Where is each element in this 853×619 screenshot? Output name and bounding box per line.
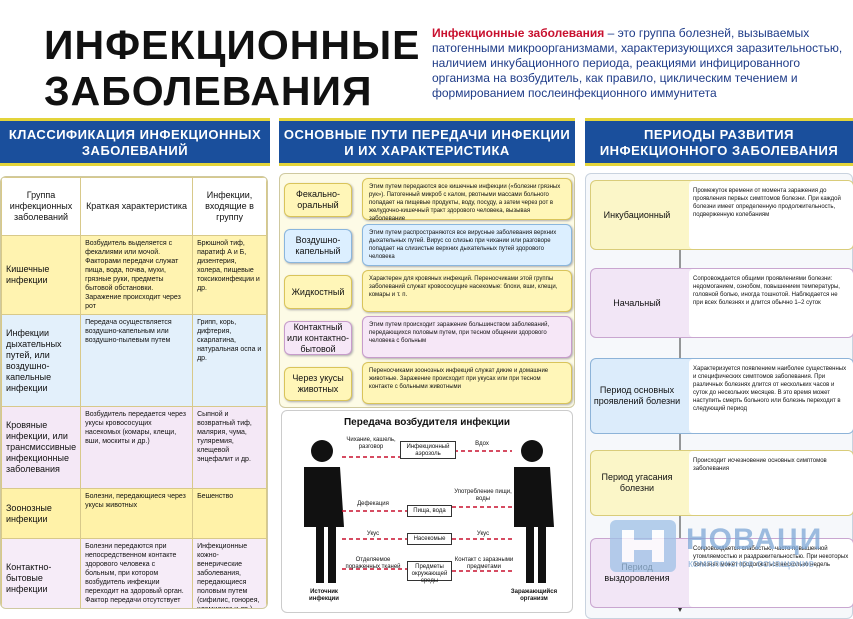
period-item: Начальный Сопровождается общими проявлени… — [590, 268, 853, 338]
transmission-lines — [304, 440, 554, 583]
period-name: Начальный — [613, 297, 661, 308]
period-name: Период основных проявлений болезни — [593, 385, 681, 406]
period-name: Период угасания болезни — [601, 472, 673, 493]
list-cell: Брюшной тиф, паратиф А и Б, дизентерия, … — [192, 235, 267, 315]
desc-cell: Передача осуществляется воздушно-капельн… — [80, 314, 194, 407]
label-consume: Употребление пищи, воды — [454, 489, 512, 502]
watermark: НОВАЦИ комплексное оснащение — [608, 514, 853, 584]
brand-tagline: комплексное оснащение — [688, 558, 815, 570]
group-cell: Кишечные инфекции — [1, 235, 82, 315]
table-row: Инфекции дыхательных путей, или воздушно… — [1, 314, 267, 407]
periods-panel: Инкубационный Промежуток времени от момен… — [585, 173, 853, 619]
period-name: Инкубационный — [603, 209, 671, 220]
header-periods: ПЕРИОДЫ РАЗВИТИЯ ИНФЕКЦИОННОГО ЗАБОЛЕВАН… — [585, 118, 853, 166]
period-desc: Сопровождается общими проявлениями болез… — [689, 269, 853, 337]
period-desc: Промежуток времени от момента заражения … — [689, 181, 853, 249]
host-silhouette-icon — [514, 440, 554, 583]
period-desc: Сопровождается слабостью, часто повышенн… — [689, 539, 853, 607]
header-classification: КЛАССИФИКАЦИЯ ИНФЕКЦИОННЫХ ЗАБОЛЕВАНИЙ — [0, 118, 270, 166]
label-inhale: Вдох — [475, 441, 489, 447]
period-item: Период основных проявлений болезни Характ… — [590, 358, 853, 434]
label-bite-host: Укус — [476, 531, 490, 537]
desc-cell: Болезни передаются при непосредственном … — [80, 538, 194, 608]
header-routes: ОСНОВНЫЕ ПУТИ ПЕРЕДАЧИ ИНФЕКЦИИ И ИХ ХАР… — [279, 118, 575, 166]
box-food: Пища, вода — [407, 505, 452, 517]
transmission-title: Передача возбудителя инфекции — [343, 417, 511, 428]
intro-lead: Инфекционные заболевания — [432, 26, 605, 40]
desc-cell: Возбудитель передается через укусы крово… — [80, 406, 194, 489]
box-insects: Насекомые — [407, 533, 452, 545]
label-source: Источник инфекции — [309, 589, 339, 602]
route-name: Фекально-оральный — [284, 183, 352, 217]
route-name: Жидкостный — [284, 275, 352, 309]
group-cell: Кровяные инфекции, или трансмиссивные ин… — [1, 406, 82, 489]
intro-text: Инфекционные заболевания – это группа бо… — [432, 26, 853, 101]
route-desc: Переносчиками зоонозных инфекций служат … — [362, 362, 572, 404]
box-aerosol: Инфекционный аэрозоль — [400, 441, 456, 459]
page-title: ИНФЕКЦИОННЫЕ ЗАБОЛЕВАНИЯ — [44, 22, 421, 114]
route-name: Контактный или контактно-бытовой — [284, 321, 352, 355]
group-cell: Контактно-бытовые инфекции — [1, 538, 82, 608]
list-cell: Бешенство — [192, 488, 267, 539]
desc-cell: Возбудитель выделяется с фекалиями или м… — [80, 235, 194, 315]
table-row: Кровяные инфекции, или трансмиссивные ин… — [1, 406, 267, 489]
list-cell: Сыпной и возвратный тиф, малярия, чума, … — [192, 406, 267, 489]
source-silhouette-icon — [304, 440, 344, 583]
group-cell: Зоонозные инфекции — [1, 488, 82, 539]
classification-table: Группа инфекционных заболеваний Краткая … — [0, 176, 268, 609]
list-cell: Инфекционные кожно-венерические заболева… — [192, 538, 267, 608]
group-cell: Инфекции дыхательных путей, или воздушно… — [1, 314, 82, 407]
transmission-diagram: Передача возбудителя инфекции Инфекционн… — [281, 410, 573, 613]
route-name: Воздушно-капельный — [284, 229, 352, 263]
label-speech: Чихание, кашель, разговор — [346, 437, 396, 450]
route-desc: Этим путем происходит заражение большинс… — [362, 316, 572, 358]
route-item: Фекально-оральный Этим путем передаются в… — [284, 178, 572, 222]
intro-body: – это группа болезней, вызываемых патоге… — [432, 26, 843, 100]
route-item: Контактный или контактно-бытовой Этим пут… — [284, 316, 572, 358]
period-item: Инкубационный Промежуток времени от момен… — [590, 180, 853, 250]
route-name: Через укусы животных — [284, 367, 352, 401]
route-desc: Этим путем передаются все кишечные инфек… — [362, 178, 572, 222]
brand-logo-icon — [610, 520, 676, 572]
routes-panel: Фекально-оральный Этим путем передаются в… — [279, 173, 575, 408]
route-item: Через укусы животных Переносчиками зооноз… — [284, 362, 572, 404]
label-host: Заражающийся организм — [510, 589, 558, 602]
col-header-desc: Краткая характеристика — [80, 177, 194, 236]
label-defecation: Дефекация — [357, 501, 389, 507]
brand-name: НОВАЦИ — [686, 523, 823, 556]
route-item: Воздушно-капельный Этим путем распростран… — [284, 224, 572, 266]
col-header-list: Инфекции, входящие в группу — [192, 177, 267, 236]
period-desc: Происходит исчезновение основных симптом… — [689, 451, 853, 515]
label-discharge: Отделяемое пораженных тканей — [345, 557, 401, 570]
col-header-group: Группа инфекционных заболеваний — [1, 177, 82, 236]
route-desc: Этим путем распространяются все вирусные… — [362, 224, 572, 266]
label-bite-source: Укус — [366, 531, 380, 537]
label-contact: Контакт с заразными предметами — [454, 557, 514, 570]
route-item: Жидкостный Характерен для кровяных инфекц… — [284, 270, 572, 312]
period-desc: Характеризуется появлением наиболее суще… — [689, 359, 853, 433]
period-item: Период угасания болезни Происходит исчезн… — [590, 450, 853, 516]
route-desc: Характерен для кровяных инфекций. Перено… — [362, 270, 572, 312]
desc-cell: Болезни, передающиеся через укусы животн… — [80, 488, 194, 539]
list-cell: Грипп, корь, дифтерия, скарлатина, натур… — [192, 314, 267, 407]
box-objects: Предметы окружающей среды — [407, 561, 452, 584]
